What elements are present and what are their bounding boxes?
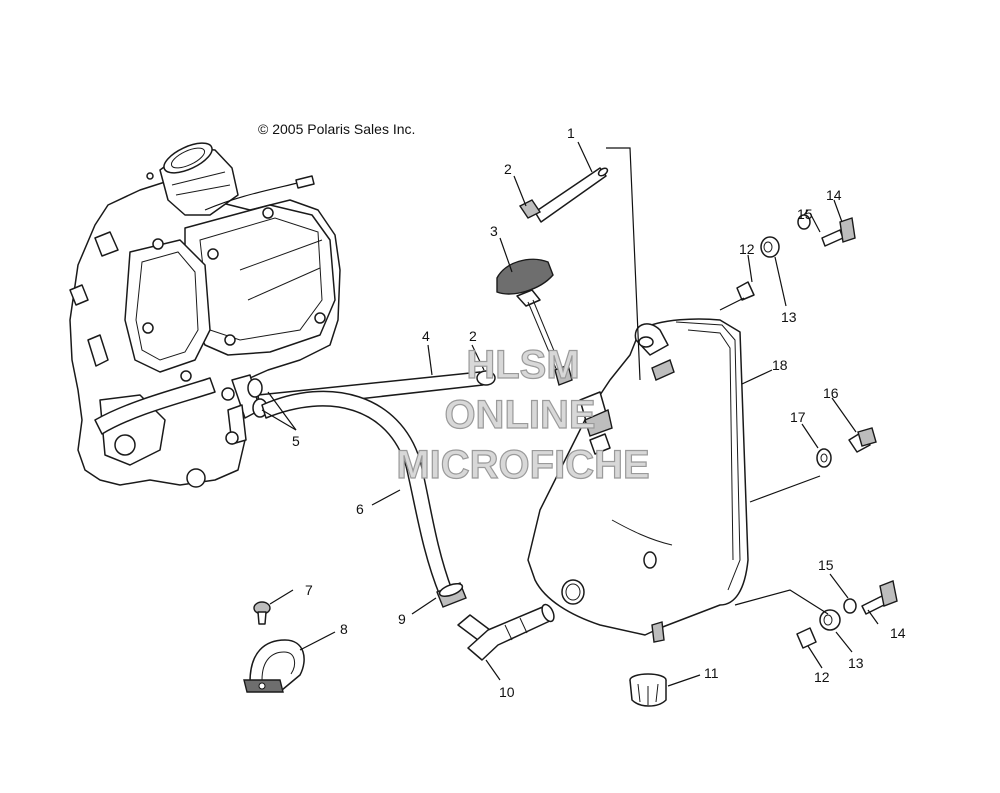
- callout-10[interactable]: 10: [499, 684, 515, 700]
- bolt-14-lower: [861, 580, 898, 615]
- watermark: HLSM ONLINE MICROFICHE: [396, 342, 651, 487]
- callout-6[interactable]: 6: [356, 501, 364, 517]
- callout-3[interactable]: 3: [490, 223, 498, 239]
- oil-tank-18: [527, 318, 749, 643]
- callout-14-upper[interactable]: 14: [826, 187, 842, 203]
- callout-13-lower[interactable]: 13: [848, 655, 864, 671]
- watermark-line-3: MICROFICHE: [396, 443, 649, 487]
- callout-16[interactable]: 16: [823, 385, 839, 401]
- callout-12-lower[interactable]: 12: [814, 669, 830, 685]
- callout-15-lower[interactable]: 15: [818, 557, 834, 573]
- washer-15-lower: [843, 598, 857, 614]
- callout-2-mid[interactable]: 2: [469, 328, 477, 344]
- callout-11[interactable]: 11: [704, 665, 719, 681]
- washer-17: [816, 448, 832, 468]
- watermark-line-1: HLSM: [466, 343, 579, 387]
- clamp-2-mid: [476, 370, 496, 386]
- callout-8[interactable]: 8: [340, 621, 348, 637]
- elbow-fitting-10: [457, 603, 555, 661]
- callout-7[interactable]: 7: [305, 582, 313, 598]
- p-clamp-8: [243, 639, 305, 693]
- bolt-14-upper: [821, 217, 856, 247]
- grommet-11: [629, 673, 667, 707]
- engine-assembly: [69, 142, 341, 488]
- callout-5[interactable]: 5: [292, 433, 300, 449]
- callout-15-upper[interactable]: 15: [797, 206, 813, 222]
- callout-18[interactable]: 18: [772, 357, 788, 373]
- callout-9[interactable]: 9: [398, 611, 406, 627]
- callout-2-top[interactable]: 2: [504, 161, 512, 177]
- copyright-text: © 2005 Polaris Sales Inc.: [258, 121, 415, 137]
- callout-12-upper[interactable]: 12: [739, 241, 755, 257]
- callout-4[interactable]: 4: [422, 328, 430, 344]
- screw-7: [253, 601, 271, 625]
- hose-clamps-5: [247, 378, 268, 418]
- callout-1[interactable]: 1: [567, 125, 575, 141]
- spacer-12-lower: [796, 627, 817, 649]
- callout-17[interactable]: 17: [790, 409, 806, 425]
- callout-14-lower[interactable]: 14: [890, 625, 906, 641]
- drain-fitting-16: [848, 427, 877, 453]
- callout-13-upper[interactable]: 13: [781, 309, 797, 325]
- bushing-13-lower: [819, 609, 841, 631]
- spacer-12-upper: [736, 281, 755, 301]
- leader-lines: [261, 141, 879, 687]
- bushing-13-upper: [760, 236, 780, 258]
- vent-tube-1: [534, 167, 609, 223]
- hose-clamp-9: [436, 582, 467, 608]
- callout-labels: 1 2 3 2 4 5 6 7 8 9 10 11 12 13 14 15 16…: [292, 125, 906, 700]
- watermark-line-2: ONLINE: [444, 393, 595, 437]
